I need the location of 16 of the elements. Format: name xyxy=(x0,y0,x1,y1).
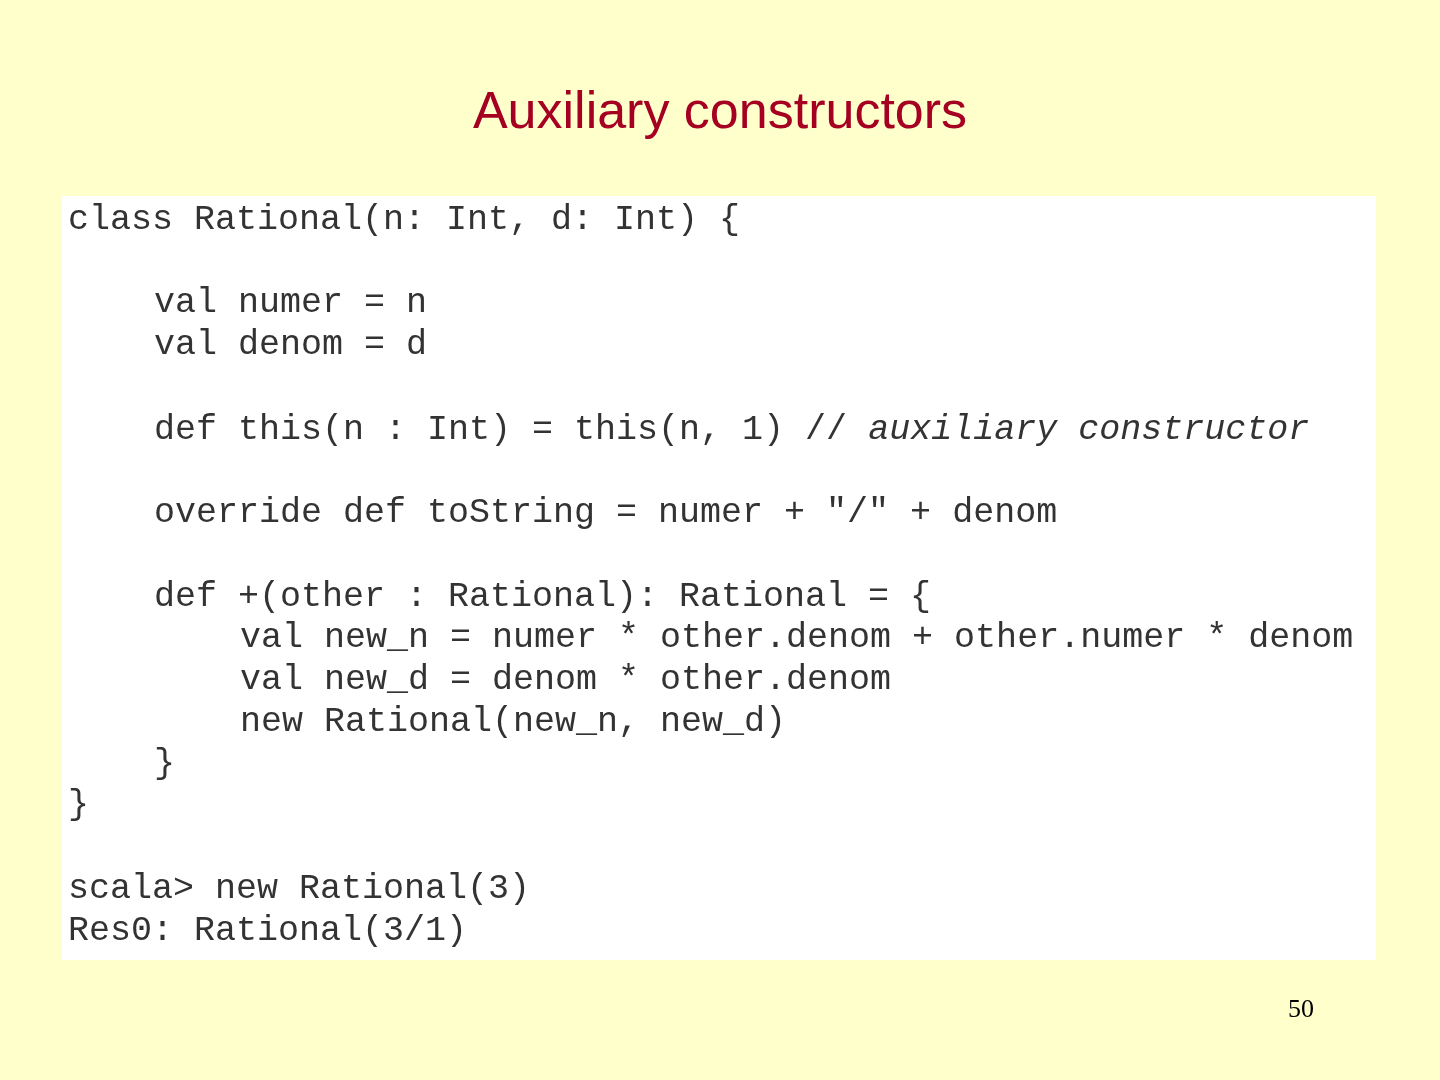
code-line: val denom = d xyxy=(154,324,428,366)
page-number: 50 xyxy=(1288,994,1314,1024)
code-line: } xyxy=(68,784,89,826)
code-line: class Rational(n: Int, d: Int) { xyxy=(68,199,741,241)
code-line: Res0: Rational(3/1) xyxy=(68,910,468,952)
code-line: def +(other : Rational): Rational = { xyxy=(154,576,932,618)
code-line: scala> new Rational(3) xyxy=(68,868,531,910)
code-line: def this(n : Int) = this(n, 1) // auxiliary constructor xyxy=(154,409,1310,451)
code-line: new Rational(new_n, new_d) xyxy=(240,701,787,743)
code-panel xyxy=(62,196,1376,960)
slide-title: Auxiliary constructors xyxy=(471,80,969,140)
code-line: } xyxy=(154,743,175,785)
code-line: val new_d = denom * other.denom xyxy=(240,659,892,701)
code-line: val new_n = numer * other.denom + other.numer * denom xyxy=(240,617,1354,659)
code-line: val numer = n xyxy=(154,282,428,324)
code-line: override def toString = numer + "/" + denom xyxy=(154,492,1058,534)
